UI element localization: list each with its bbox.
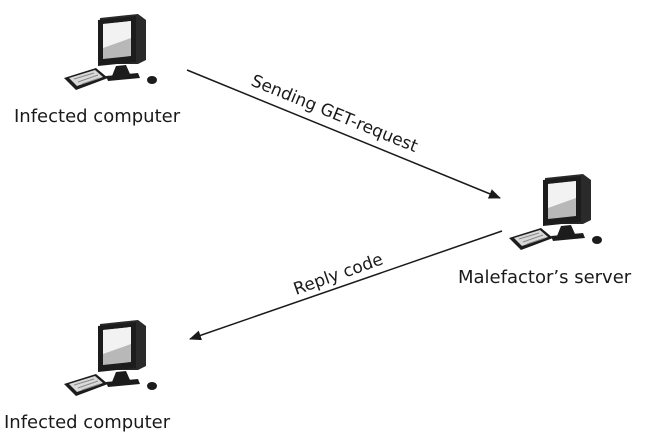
request-arrow	[186, 69, 501, 199]
node-server-label: Malefactor’s server	[458, 267, 632, 288]
node-infected-bottom	[60, 318, 160, 398]
computer-icon	[509, 174, 602, 250]
request-arrow-label: Sending GET-request	[248, 71, 421, 157]
node-infected-top-label: Infected computer	[14, 106, 181, 127]
computer-icon	[64, 14, 157, 90]
node-server	[505, 172, 605, 252]
node-infected-bottom-label: Infected computer	[4, 412, 171, 433]
computer-icon	[64, 320, 157, 396]
node-infected-top	[60, 12, 160, 92]
reply-arrow	[189, 230, 503, 341]
reply-arrow-label: Reply code	[291, 250, 386, 300]
